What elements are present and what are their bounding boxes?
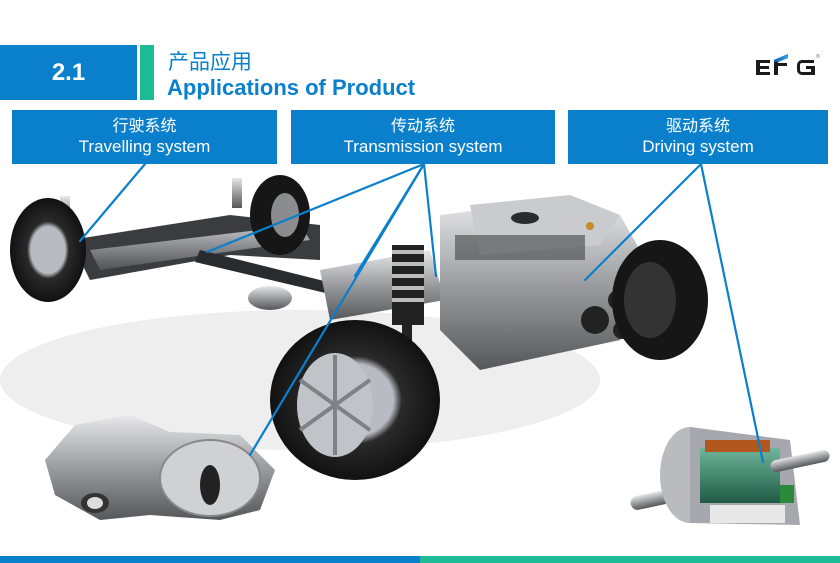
page-title-cn: 产品应用 [168,50,252,74]
label-cn: 驱动系统 [665,116,730,135]
page-title-en: Applications of Product [167,75,416,100]
label-en: Transmission system [343,137,503,156]
gearbox-inset [45,415,275,520]
chassis-illustration [0,175,840,550]
label-transmission-system: 传动系统 Transmission system [291,110,555,164]
section-number-badge: 2.1 [0,45,137,100]
label-en: Travelling system [78,137,211,156]
label-travelling-system: 行驶系统 Travelling system [12,110,277,164]
section-number: 2.1 [51,58,86,86]
motor-inset [617,410,840,550]
efg-logo: ® [756,53,820,75]
svg-text:®: ® [816,53,820,60]
footer-bar-blue [0,556,420,563]
footer-bar-teal [420,556,840,563]
section-accent-bar [140,45,154,100]
label-driving-system: 驱动系统 Driving system [568,110,828,164]
label-cn: 传动系统 [390,116,455,135]
label-en: Driving system [642,137,754,156]
label-cn: 行驶系统 [112,116,177,135]
